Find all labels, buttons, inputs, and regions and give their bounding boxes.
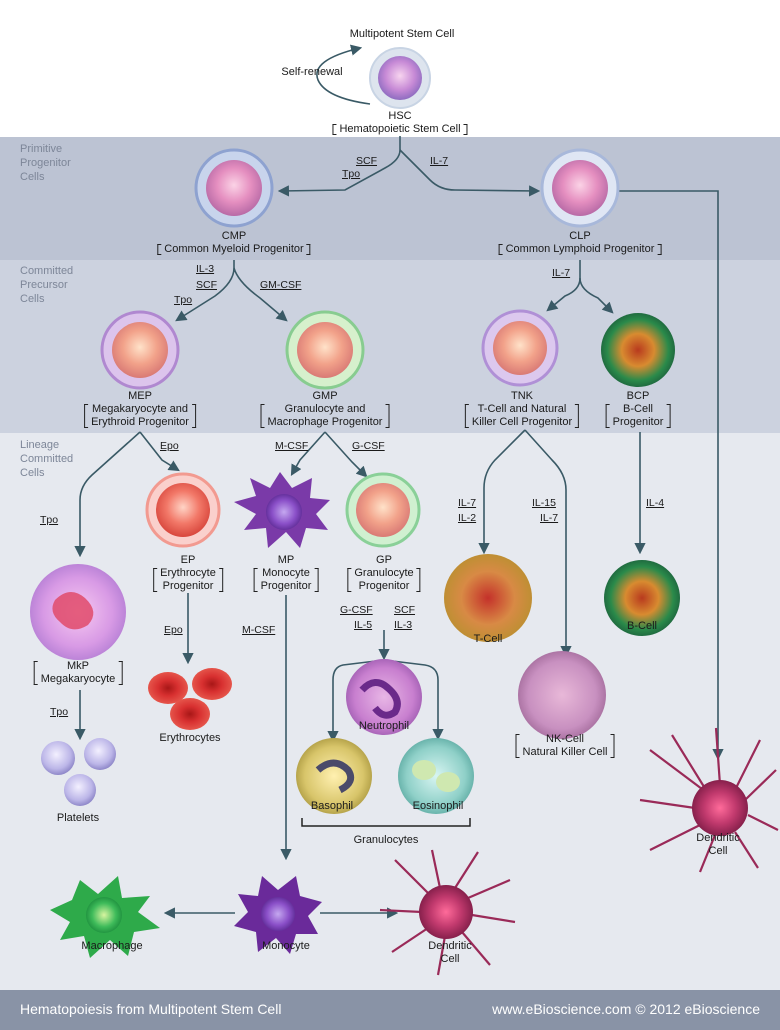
cytokine-scf-hsc: SCF <box>356 155 377 167</box>
arrow-hsc-cmp <box>277 136 401 197</box>
tnk-cell <box>481 309 559 387</box>
tcell-label: T-Cell <box>473 633 503 645</box>
cytokine-tpo-mep: Tpo <box>40 514 59 526</box>
arrow-gp-basophil <box>327 659 385 743</box>
cytokine-gcsf-gp: G-CSF <box>340 604 373 616</box>
cytokine-il15-tnk: IL-15 <box>532 497 556 509</box>
arrow-clp-bcp <box>579 277 614 314</box>
arrow-tnk-tcell <box>478 429 526 555</box>
cytokine-tpo-cmp: Tpo <box>174 294 193 306</box>
cmp-cell <box>194 148 274 228</box>
gmp-cell <box>285 310 365 390</box>
multipotent-stem-cell-title: Multipotent Stem Cell <box>349 28 455 40</box>
footer-title: Hematopoiesis from Multipotent Stem Cell <box>20 1001 282 1017</box>
cytokine-il7-clp: IL-7 <box>552 267 571 279</box>
cmp-label: CMP Common Myeloid Progenitor <box>157 230 312 256</box>
cytokine-tpo-hsc: Tpo <box>342 168 361 180</box>
mkp-cell <box>30 564 126 660</box>
cytokine-il2-tnk: IL-2 <box>458 512 477 524</box>
cytokine-il3-gp: IL-3 <box>394 619 413 631</box>
lineage-arrows <box>74 44 724 919</box>
footer-bar <box>0 990 780 1030</box>
footer-credit: www.eBioscience.com © 2012 eBioscience <box>492 1001 760 1017</box>
arrow-tnk-nk <box>524 429 572 658</box>
cytokine-epo-ep: Epo <box>164 624 183 636</box>
basophil-label: Basophil <box>310 800 354 812</box>
arrow-clp-dendritic <box>618 190 724 761</box>
macrophage-label: Macrophage <box>81 940 143 952</box>
basophil-cell <box>296 738 372 814</box>
hsc-cell <box>369 47 431 109</box>
macrophage-cell <box>50 876 160 958</box>
arrow-mep-ep <box>139 431 180 472</box>
self-renewal-label: Self-renewal <box>281 66 343 78</box>
platelets-cluster <box>41 738 116 806</box>
self-renewal-arrow <box>316 44 371 105</box>
gp-cell <box>345 472 421 548</box>
arrow-hsc-clp <box>399 149 541 197</box>
bcp-cell <box>601 313 675 387</box>
arrow-gmp-gp <box>324 431 368 478</box>
dendritic-cell-right <box>639 727 779 873</box>
cytokine-il7b-tnk: IL-7 <box>540 512 559 524</box>
cytokine-mcsf-mp: M-CSF <box>242 624 276 636</box>
nk-cell <box>518 651 606 739</box>
hematopoiesis-diagram <box>30 44 779 976</box>
neutrophil-label: Neutrophil <box>358 720 410 732</box>
hsc-label: HSC Hematopoietic Stem Cell <box>332 110 468 136</box>
mp-cell <box>234 472 330 548</box>
cytokine-il7-hsc: IL-7 <box>430 155 449 167</box>
monocyte-cell <box>234 876 322 954</box>
granulocytes-bracket <box>301 818 471 827</box>
primitive-progenitor-band <box>0 137 780 260</box>
bcell-label: B-Cell <box>627 620 657 632</box>
eosinophil-label: Eosinophil <box>412 800 464 812</box>
cytokine-il5-gp: IL-5 <box>354 619 373 631</box>
cytokine-mcsf-gmp: M-CSF <box>275 440 309 452</box>
platelets-label: Platelets <box>56 812 100 824</box>
bcell-cell <box>604 560 680 636</box>
clp-label: CLP Common Lymphoid Progenitor <box>498 230 662 256</box>
cytokine-il4-bcp: IL-4 <box>646 497 665 509</box>
monocyte-label: Monocyte <box>262 940 310 952</box>
erythrocytes-cluster <box>148 668 232 730</box>
cytokine-scf-cmp: SCF <box>196 279 217 291</box>
clp-cell <box>540 148 620 228</box>
arrow-gmp-mp <box>290 431 326 476</box>
cytokine-tpo-mkp: Tpo <box>50 706 69 718</box>
cytokine-il7-tnk: IL-7 <box>458 497 477 509</box>
arrow-gp-eosinophil <box>383 659 444 741</box>
neutrophil-cell <box>346 659 422 735</box>
eosinophil-cell <box>398 738 474 814</box>
granulocytes-label: Granulocytes <box>353 834 419 846</box>
mep-cell <box>100 310 180 390</box>
cytokine-gcsf-gmp: G-CSF <box>352 440 385 452</box>
tcell-cell <box>444 554 532 642</box>
arrow-cmp-gmp <box>233 267 288 322</box>
cytokine-scf-gp: SCF <box>394 604 415 616</box>
cytokine-epo-mep: Epo <box>160 440 179 452</box>
ep-cell <box>145 472 221 548</box>
cytokine-gmcsf-cmp: GM-CSF <box>260 279 302 291</box>
erythrocytes-label: Erythrocytes <box>159 732 221 744</box>
cytokine-il3-cmp: IL-3 <box>196 263 215 275</box>
dendritic-cell-bottom <box>379 849 516 976</box>
arrow-mep-mkp <box>74 431 141 558</box>
